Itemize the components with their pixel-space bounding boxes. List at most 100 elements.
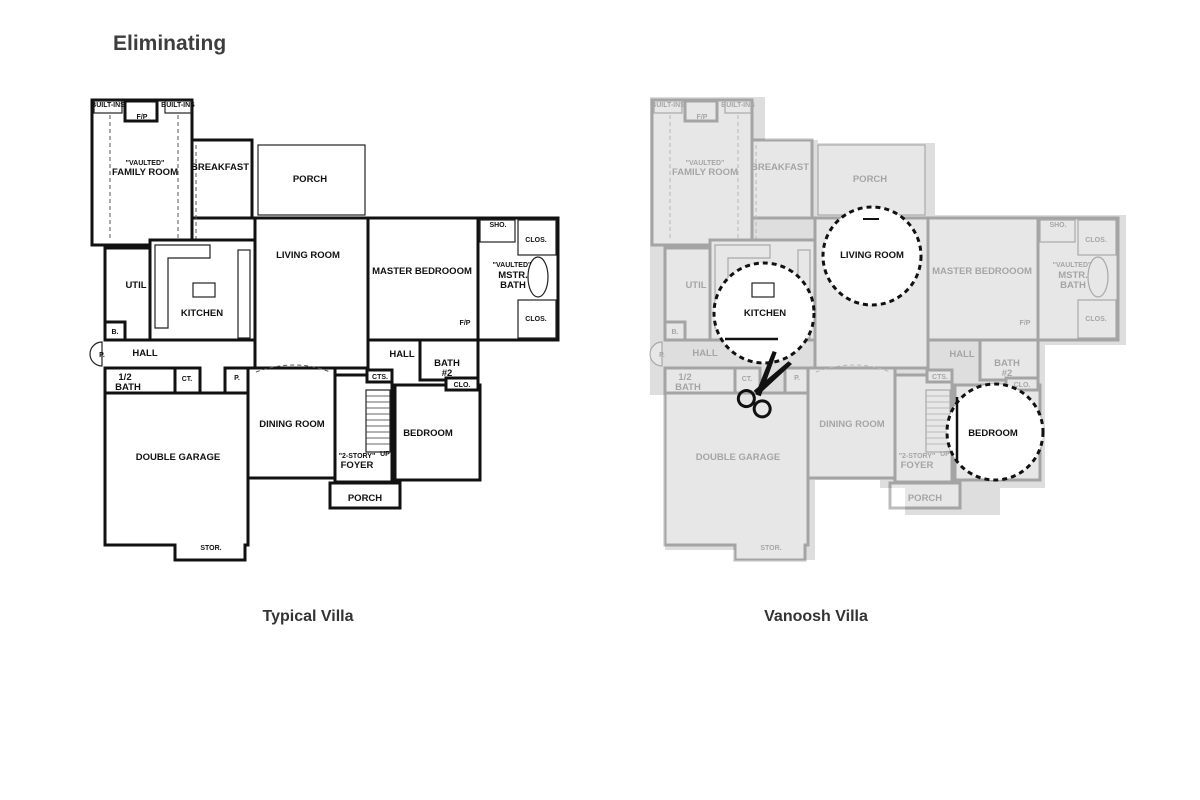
double-garage — [103, 391, 250, 562]
label-two-story: "2-STORY" — [899, 453, 936, 460]
label-ct: CT. — [182, 376, 193, 383]
living-room — [253, 216, 370, 370]
cts-closet — [925, 368, 954, 384]
label-cts: CTS. — [372, 374, 388, 381]
built-ins-right — [724, 100, 752, 114]
label-vaulted: "VAULTED" — [686, 160, 725, 167]
label-built-ins: BUILT-INS — [91, 102, 125, 109]
highlight-label-kitchen: KITCHEN — [744, 308, 786, 319]
label-vaulted: "VAULTED" — [1053, 262, 1092, 269]
half-bath — [663, 366, 737, 395]
label-closet: CLOS. — [1085, 316, 1106, 323]
master-bath — [1036, 216, 1120, 342]
label-family-room: FAMILY ROOM — [112, 167, 178, 178]
label-half-bath: 1/2 — [678, 372, 691, 383]
label-half-bath: BATH — [675, 382, 701, 393]
label-pantry: P. — [794, 375, 800, 382]
living-room-highlight: LIVING ROOM — [821, 205, 923, 307]
label-storage: STOR. — [760, 545, 781, 552]
scissors-icon — [736, 350, 793, 419]
kitchen-island — [192, 282, 216, 298]
label-double-garage: DOUBLE GARAGE — [136, 452, 220, 463]
highlight-label-living-room: LIVING ROOM — [840, 250, 904, 261]
dining-room — [246, 366, 337, 480]
label-b: B. — [112, 329, 119, 336]
built-ins-left — [93, 100, 123, 114]
label-built-ins: BUILT-INS — [721, 102, 755, 109]
label-kitchen: KITCHEN — [181, 308, 223, 319]
built-ins-left — [653, 100, 683, 114]
master-bedroom — [926, 216, 1040, 342]
label-fp: F/P — [697, 114, 708, 121]
stairs — [925, 389, 951, 453]
label-built-ins: BUILT-INS — [161, 102, 195, 109]
label-vaulted: "VAULTED" — [493, 262, 532, 269]
label-up: UP — [940, 451, 950, 458]
label-shower: SHO. — [489, 222, 506, 229]
front-porch — [888, 481, 962, 510]
label-pantry: P. — [659, 352, 665, 359]
family-room — [90, 98, 194, 247]
util-room — [663, 246, 712, 342]
fireplace — [683, 99, 719, 123]
label-fp: F/P — [460, 320, 471, 327]
bath-2 — [978, 338, 1040, 382]
bedroom — [393, 383, 482, 482]
label-porch: PORCH — [853, 174, 887, 185]
label-vaulted: "VAULTED" — [126, 160, 165, 167]
typical-villa-plan: BUILT-INS BUILT-INS F/P "VAULTED" FAMILY… — [89, 98, 560, 562]
label-fp: F/P — [137, 114, 148, 121]
cts-closet — [365, 368, 394, 384]
label-living-room: LIVING ROOM — [276, 250, 340, 261]
label-hall: HALL — [692, 348, 718, 359]
closet — [444, 376, 480, 392]
page-title: Eliminating — [113, 32, 227, 55]
label-hall: HALL — [949, 349, 975, 360]
label-master-bath: MSTR. — [1058, 270, 1088, 281]
label-porch: PORCH — [908, 493, 942, 504]
label-util: UTIL — [125, 280, 146, 291]
double-garage — [663, 391, 810, 562]
label-bath-2: BATH — [994, 358, 1020, 369]
breakfast-area — [750, 138, 814, 220]
label-hall: HALL — [389, 349, 415, 360]
kitchen-island — [751, 282, 775, 298]
label-bath-2: BATH — [434, 358, 460, 369]
label-pantry: P. — [99, 352, 105, 359]
label-dining-room: DINING ROOM — [819, 419, 885, 430]
label-bath-2: #2 — [442, 368, 453, 379]
caption-vanoosh-villa: Vanoosh Villa — [764, 608, 868, 625]
label-master-bath: BATH — [1060, 280, 1086, 291]
label-dining-room: DINING ROOM — [259, 419, 325, 430]
label-util: UTIL — [685, 280, 706, 291]
label-breakfast: BREAKFAST — [191, 162, 249, 173]
label-two-story: "2-STORY" — [339, 453, 376, 460]
label-hall: HALL — [132, 348, 158, 359]
label-breakfast: BREAKFAST — [751, 162, 809, 173]
dining-room — [806, 366, 897, 480]
label-porch: PORCH — [348, 493, 382, 504]
label-closet: CLOS. — [525, 316, 546, 323]
built-ins-right — [164, 100, 192, 114]
family-room — [650, 98, 754, 247]
label-master-bath: BATH — [500, 280, 526, 291]
label-bath-2: #2 — [1002, 368, 1013, 379]
breakfast-area — [190, 138, 254, 220]
label-b: B. — [672, 329, 679, 336]
label-storage: STOR. — [200, 545, 221, 552]
pantry — [783, 366, 810, 395]
label-cts: CTS. — [932, 374, 948, 381]
label-master-bath: MSTR. — [498, 270, 528, 281]
label-half-bath: 1/2 — [118, 372, 131, 383]
rear-porch — [257, 144, 366, 216]
label-half-bath: BATH — [115, 382, 141, 393]
label-built-ins: BUILT-INS — [651, 102, 685, 109]
rear-porch — [817, 144, 926, 216]
coat-closet — [733, 366, 762, 395]
label-porch: PORCH — [293, 174, 327, 185]
label-ct: CT. — [742, 376, 753, 383]
fireplace — [123, 99, 159, 123]
label-double-garage: DOUBLE GARAGE — [696, 452, 780, 463]
label-closet: CLOS. — [1085, 237, 1106, 244]
